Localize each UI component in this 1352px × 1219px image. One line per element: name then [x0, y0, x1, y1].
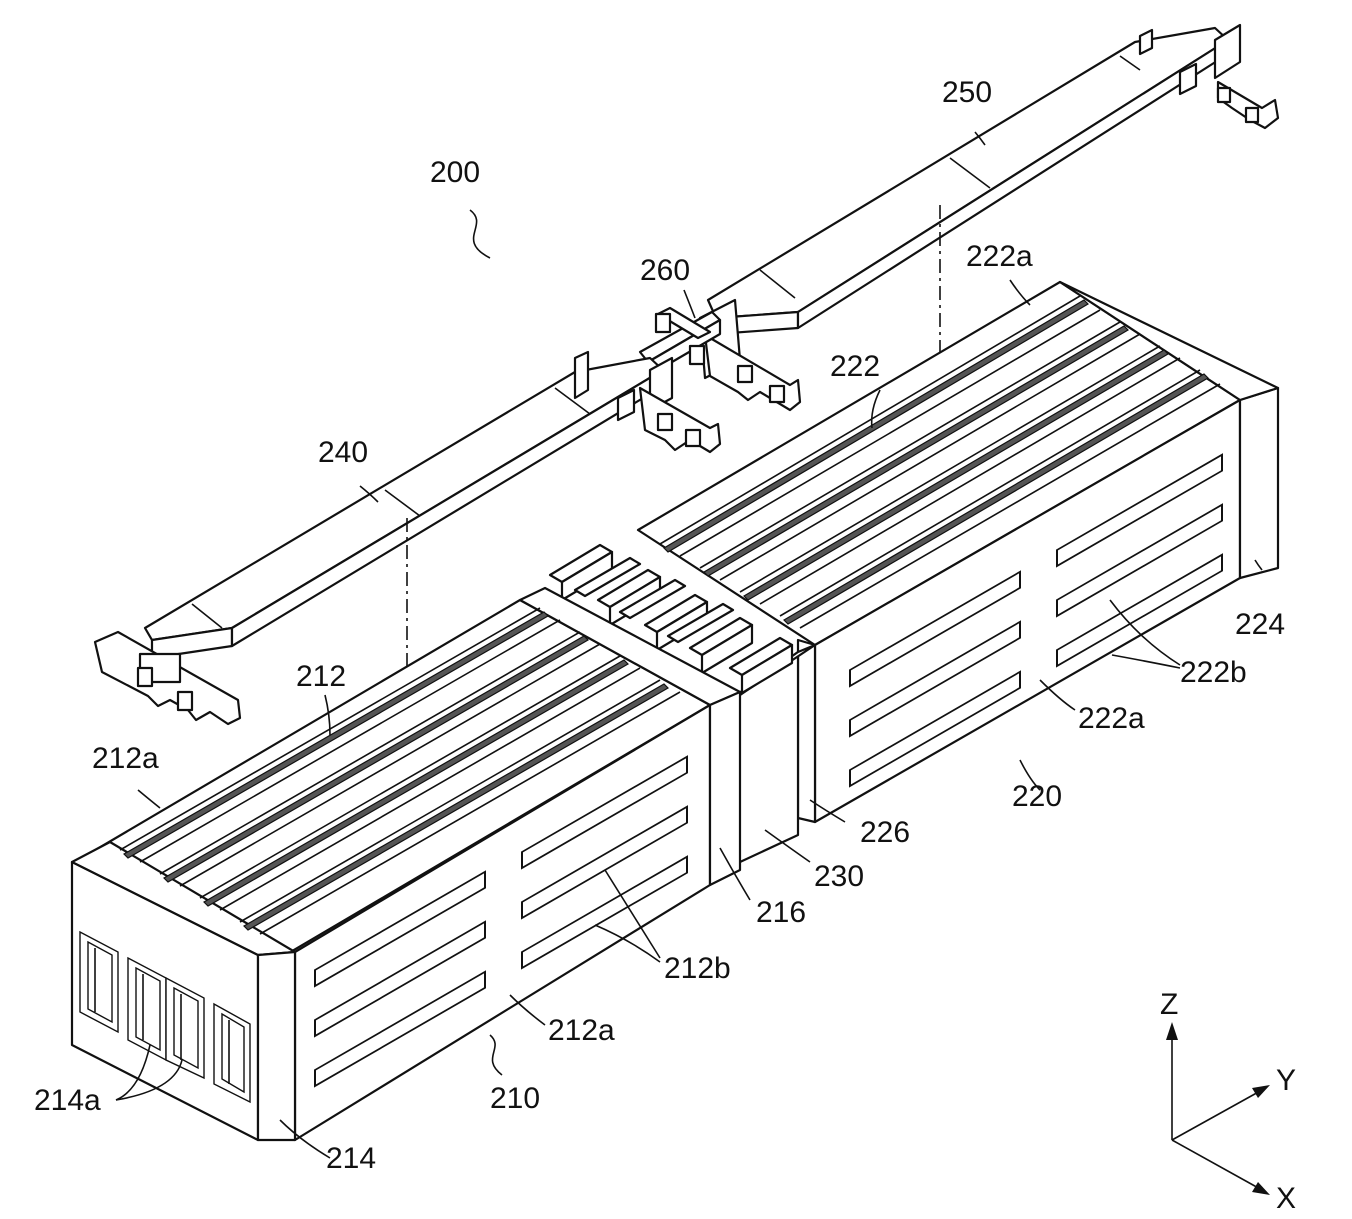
label-240: 240: [318, 436, 368, 469]
axis-z-label: Z: [1160, 988, 1178, 1021]
label-210: 210: [490, 1082, 540, 1115]
label-212: 212: [296, 660, 346, 693]
label-216: 216: [756, 896, 806, 929]
label-212a-top: 212a: [92, 742, 159, 775]
label-226: 226: [860, 816, 910, 849]
coordinate-axes: Z Y X: [1160, 988, 1296, 1215]
label-224: 224: [1235, 608, 1285, 641]
label-222: 222: [830, 350, 880, 383]
label-250: 250: [942, 76, 992, 109]
label-214a: 214a: [34, 1084, 101, 1117]
label-212b: 212b: [664, 952, 731, 985]
label-212a-side: 212a: [548, 1014, 615, 1047]
label-214: 214: [326, 1142, 376, 1175]
label-260: 260: [640, 254, 690, 287]
label-222a-side: 222a: [1078, 702, 1145, 735]
axis-y-label: Y: [1276, 1064, 1296, 1097]
label-200: 200: [430, 156, 480, 189]
label-220: 220: [1012, 780, 1062, 813]
label-230: 230: [814, 860, 864, 893]
axis-x-label: X: [1276, 1182, 1296, 1215]
label-222b: 222b: [1180, 656, 1247, 689]
label-222a-top: 222a: [966, 240, 1033, 273]
